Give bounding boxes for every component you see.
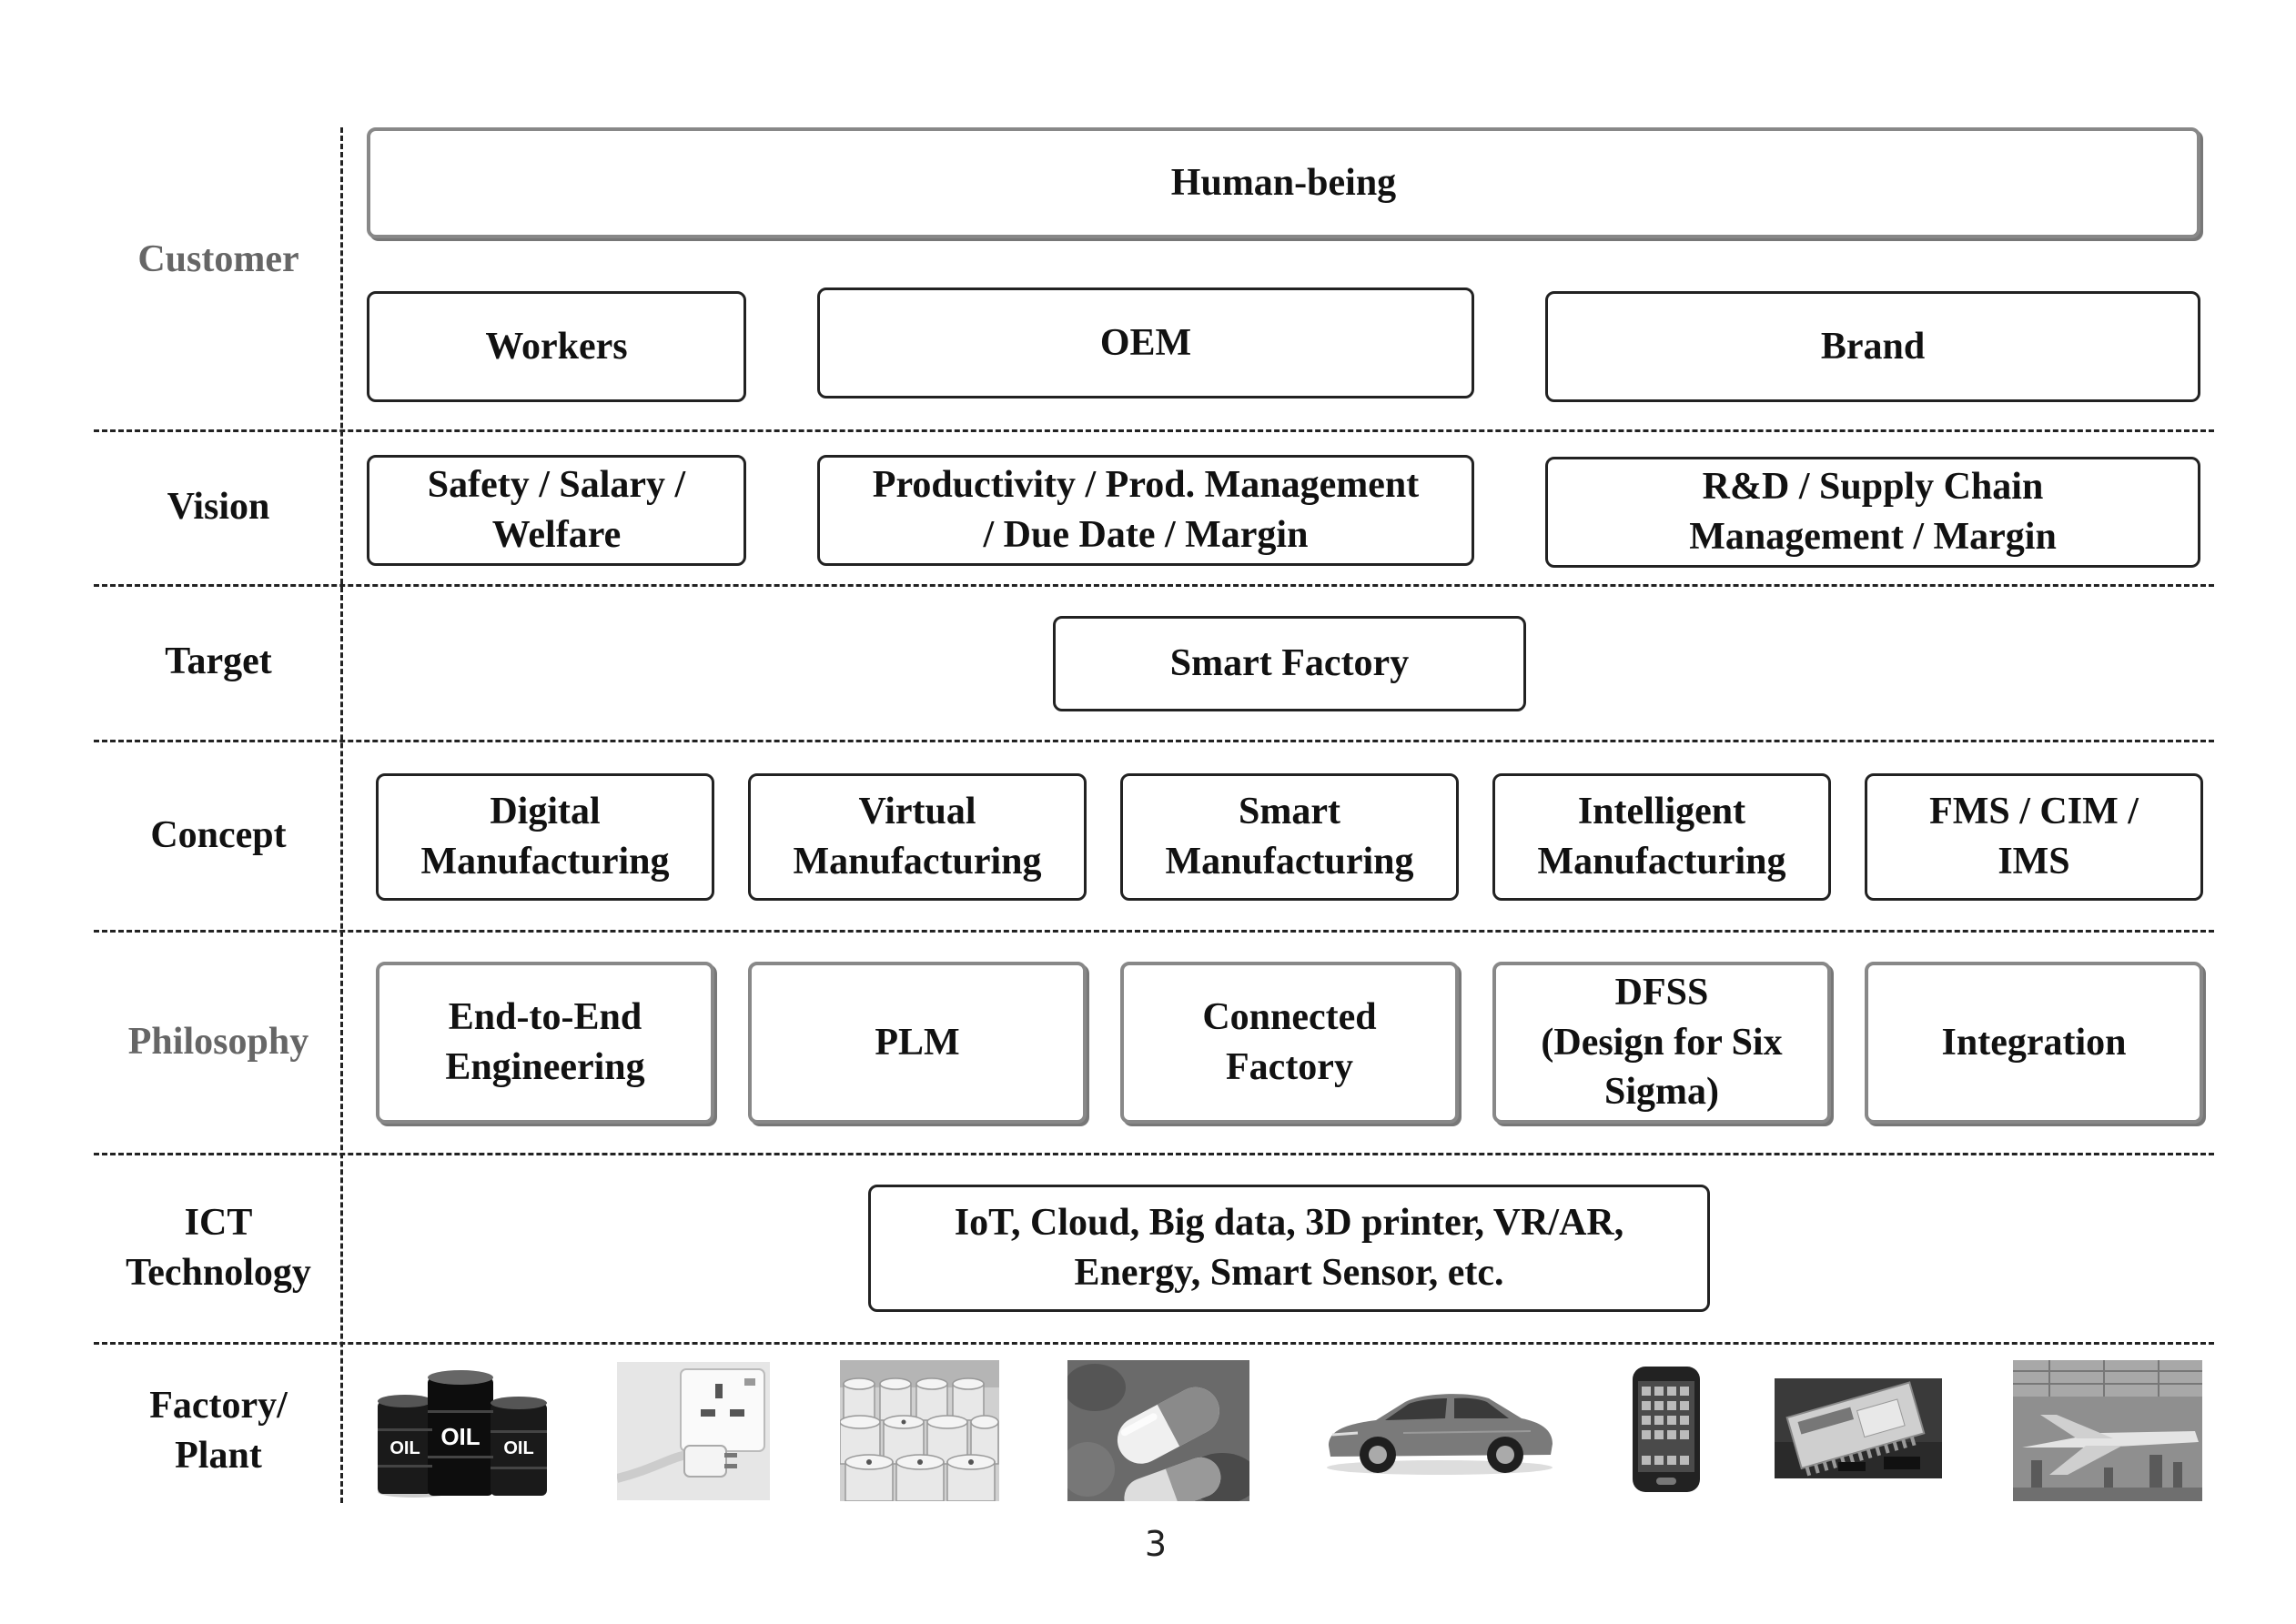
row-label-philosophy: Philosophy [127,1020,309,1063]
aircraft-assembly-image [2013,1360,2202,1501]
philosophy-connected-factory-box: Connected Factory [1120,962,1459,1124]
oil-label: OIL [389,1438,420,1458]
paper-rolls-image [840,1360,999,1501]
row-divider [94,740,2214,742]
capsule-pills-image [1067,1360,1249,1501]
row-label-customer: Customer [137,237,299,280]
sedan-car-image [1321,1378,1556,1477]
row-divider [94,584,2214,587]
concept-virtual-manufacturing-box: Virtual Manufacturing [748,773,1087,901]
concept-digital-manufacturing-box: Digital Manufacturing [376,773,714,901]
workers-box: Workers [367,291,746,402]
philosophy-plm-box: PLM [748,962,1087,1124]
vision-workers-box: Safety / Salary / Welfare [367,455,746,566]
concept-smart-manufacturing-box: Smart Manufacturing [1120,773,1459,901]
smartphone-image [1629,1365,1704,1494]
row-divider [94,930,2214,933]
oil-label: OIL [503,1438,533,1458]
row-label-concept: Concept [150,813,287,856]
oil-barrels-image: OIL OIL OIL [378,1365,549,1501]
oil-label: OIL [440,1423,480,1450]
row-label-factory-plant: Factory/ Plant [149,1385,288,1477]
vision-brand-box: R&D / Supply Chain Management / Margin [1545,457,2200,568]
ict-technologies-box: IoT, Cloud, Big data, 3D printer, VR/AR,… [868,1185,1710,1312]
row-divider [94,429,2214,432]
memory-chip-image [1775,1378,1942,1478]
brand-box: Brand [1545,291,2200,402]
row-label-ict-technology: ICT Technology [126,1201,311,1294]
vision-oem-box: Productivity / Prod. Management / Due Da… [817,455,1474,566]
human-being-box: Human-being [367,127,2200,238]
row-divider [94,1342,2214,1345]
power-plug-image [617,1362,770,1500]
philosophy-end-to-end-engineering-box: End-to-End Engineering [376,962,714,1124]
row-label-divider [340,127,343,1503]
smart-factory-box: Smart Factory [1053,616,1526,711]
philosophy-integration-box: Integration [1865,962,2203,1124]
row-divider [94,1153,2214,1155]
row-label-target: Target [165,641,272,683]
page-number: 3 [1144,1524,1168,1564]
row-label-vision: Vision [167,486,270,529]
philosophy-dfss-box: DFSS (Design for Six Sigma) [1492,962,1831,1124]
concept-fms-cim-ims-box: FMS / CIM / IMS [1865,773,2203,901]
concept-intelligent-manufacturing-box: Intelligent Manufacturing [1492,773,1831,901]
oem-box: OEM [817,287,1474,398]
